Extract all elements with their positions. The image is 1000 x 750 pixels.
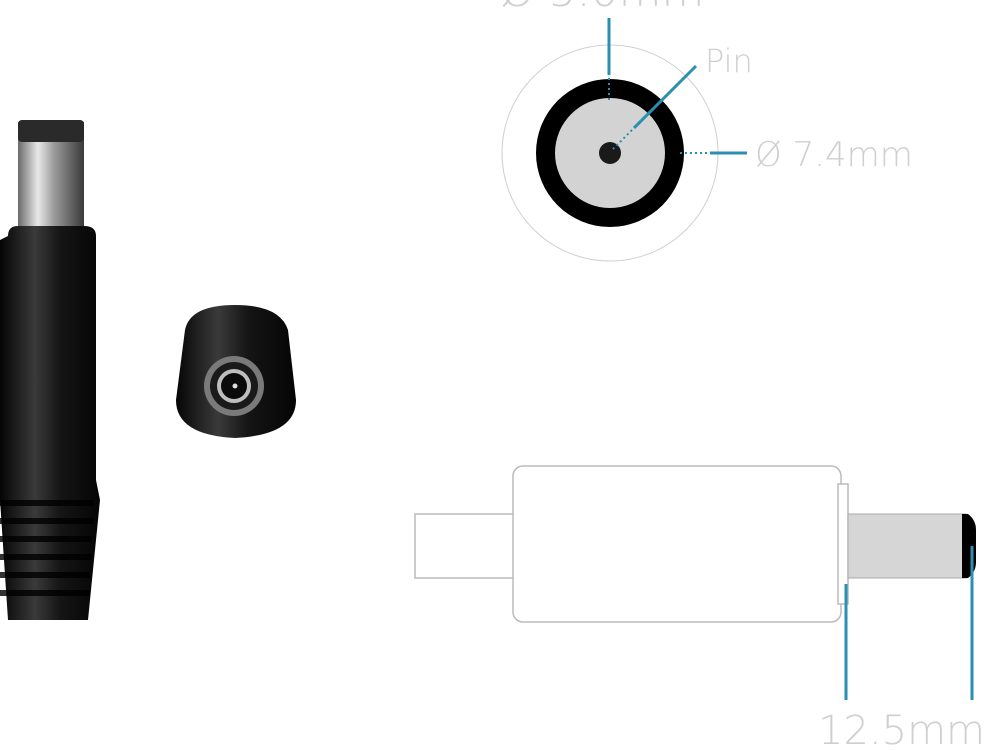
pin-leader-line bbox=[632, 64, 698, 130]
plug-side-photo bbox=[0, 120, 100, 620]
cross-section-diagram bbox=[501, 18, 747, 262]
outer-diameter-label: Ø 7.4mm bbox=[755, 135, 913, 175]
pin-label: Pin bbox=[705, 42, 753, 80]
outer-top-label: Ø 5.0mm bbox=[500, 0, 704, 17]
plug-front-photo bbox=[176, 305, 296, 438]
side-profile-diagram bbox=[414, 465, 976, 700]
length-label: 12.5mm bbox=[818, 708, 985, 750]
